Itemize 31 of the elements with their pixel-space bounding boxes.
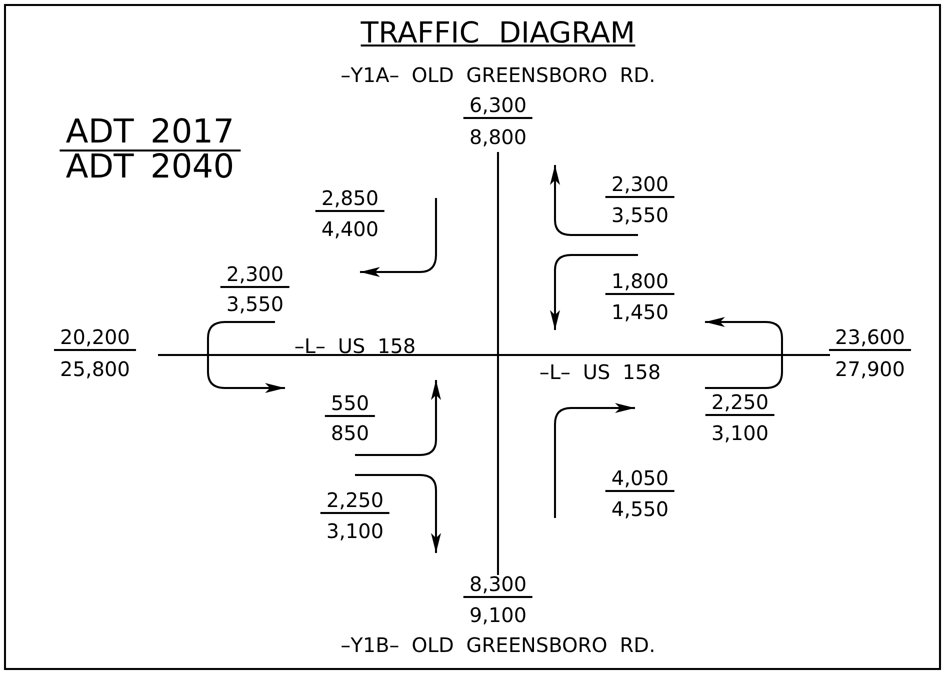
traffic-count: 20,200	[54, 327, 136, 351]
traffic-count: 4,400	[321, 219, 379, 239]
road-name: –Y1A– OLD GREENSBORO RD.	[340, 65, 656, 85]
traffic-count: 550	[324, 393, 376, 417]
traffic-count: 2,300	[220, 264, 290, 288]
road-name: –L– US 158	[294, 336, 416, 356]
traffic-count: 850	[330, 423, 370, 443]
diagram-title: TRAFFIC DIAGRAM	[360, 18, 636, 48]
key-label: ADT 2040	[66, 150, 234, 182]
traffic-count: 1,450	[611, 302, 669, 322]
traffic-count: 8,800	[469, 127, 527, 147]
road-name: –Y1B– OLD GREENSBORO RD.	[340, 635, 656, 655]
traffic-count: 2,250	[320, 490, 390, 514]
traffic-count: 25,800	[60, 359, 130, 379]
traffic-count: 3,550	[226, 294, 284, 314]
traffic-count: 3,100	[711, 423, 769, 443]
traffic-count: 2,300	[605, 174, 675, 198]
traffic-count: 9,100	[469, 605, 527, 625]
traffic-count: 1,800	[605, 271, 675, 295]
traffic-count: 3,550	[611, 205, 669, 225]
traffic-count: 27,900	[835, 359, 905, 379]
traffic-count: 23,600	[829, 327, 911, 351]
traffic-count: 2,250	[705, 392, 775, 416]
road-name: –L– US 158	[539, 362, 661, 382]
traffic-count: 2,850	[315, 188, 385, 212]
traffic-count: 6,300	[463, 95, 533, 119]
traffic-count: 4,550	[611, 499, 669, 519]
key-label: ADT 2017	[60, 114, 240, 152]
traffic-count: 8,300	[463, 574, 533, 598]
traffic-count: 3,100	[326, 521, 384, 541]
traffic-count: 4,050	[605, 468, 675, 492]
